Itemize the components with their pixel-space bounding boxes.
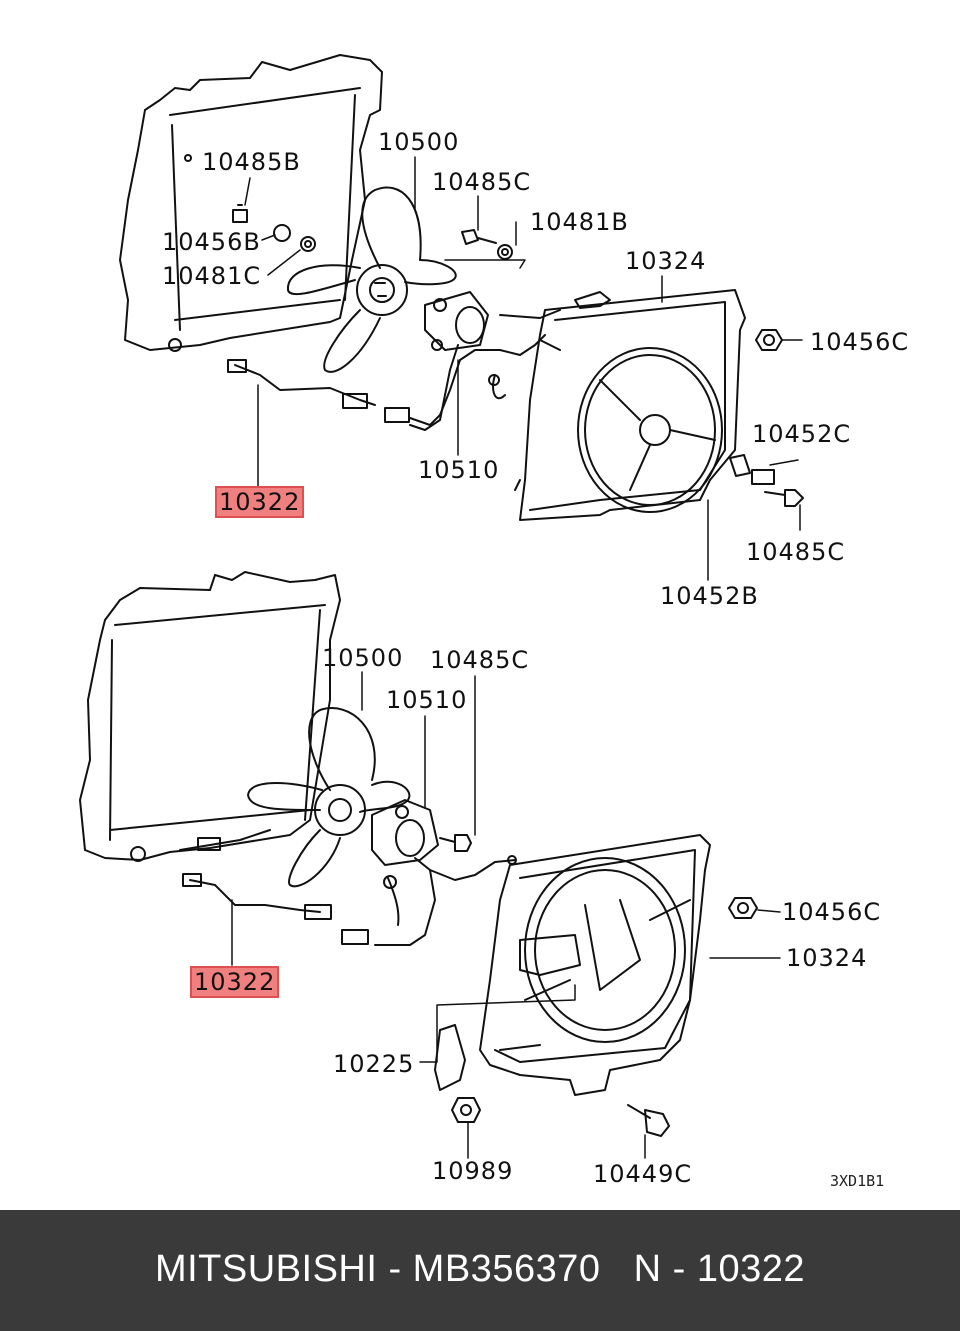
diagram-code: 3XD1B1 — [830, 1172, 885, 1190]
top-fan-motor — [410, 292, 488, 430]
bottom-fasteners — [435, 835, 757, 1136]
label-10456C-bottom: 10456C — [782, 898, 882, 926]
exploded-view-drawing — [0, 0, 960, 1210]
top-wiring — [228, 310, 560, 425]
bottom-leader-lines — [232, 672, 780, 1158]
part-number-caption: MITSUBISHI - MB356370 N - 10322 — [154, 1248, 806, 1290]
bottom-fan-blade — [248, 708, 409, 886]
top-radiator — [120, 55, 382, 351]
bottom-fan-shroud — [480, 835, 710, 1095]
parts-diagram: 10500 10485B 10485C 10481B 10456B 10481C… — [0, 0, 960, 1210]
label-10324-bottom: 10324 — [786, 944, 868, 972]
bottom-fan-motor — [372, 800, 438, 945]
label-10500-bottom: 10500 — [322, 644, 404, 672]
label-10449C: 10449C — [593, 1160, 693, 1188]
top-fan-shroud — [515, 290, 745, 520]
label-10500: 10500 — [378, 128, 460, 156]
label-10510-bottom: 10510 — [386, 686, 468, 714]
bottom-radiator — [80, 572, 340, 861]
bottom-wiring — [183, 856, 516, 944]
label-10456B: 10456B — [162, 228, 261, 256]
top-fasteners — [233, 205, 803, 506]
label-10452C: 10452C — [752, 420, 852, 448]
label-10225: 10225 — [333, 1050, 415, 1078]
label-10485C-lower: 10485C — [746, 538, 846, 566]
label-10322-bottom-highlighted: 10322 — [189, 966, 280, 998]
label-10481B: 10481B — [530, 208, 629, 236]
label-10989: 10989 — [432, 1157, 514, 1185]
label-10485C-bottom: 10485C — [430, 646, 530, 674]
label-10324: 10324 — [625, 247, 707, 275]
label-10481C: 10481C — [162, 262, 262, 290]
label-10485B: 10485B — [202, 148, 301, 176]
top-leader-lines — [245, 157, 802, 580]
label-10456C: 10456C — [810, 328, 910, 356]
label-10322-highlighted: 10322 — [214, 486, 305, 518]
label-10510: 10510 — [418, 456, 500, 484]
label-10452B: 10452B — [660, 582, 759, 610]
footer-bar: MITSUBISHI - MB356370 N - 10322 — [0, 1210, 960, 1331]
top-fan-blade — [288, 188, 456, 372]
label-10485C: 10485C — [432, 168, 532, 196]
